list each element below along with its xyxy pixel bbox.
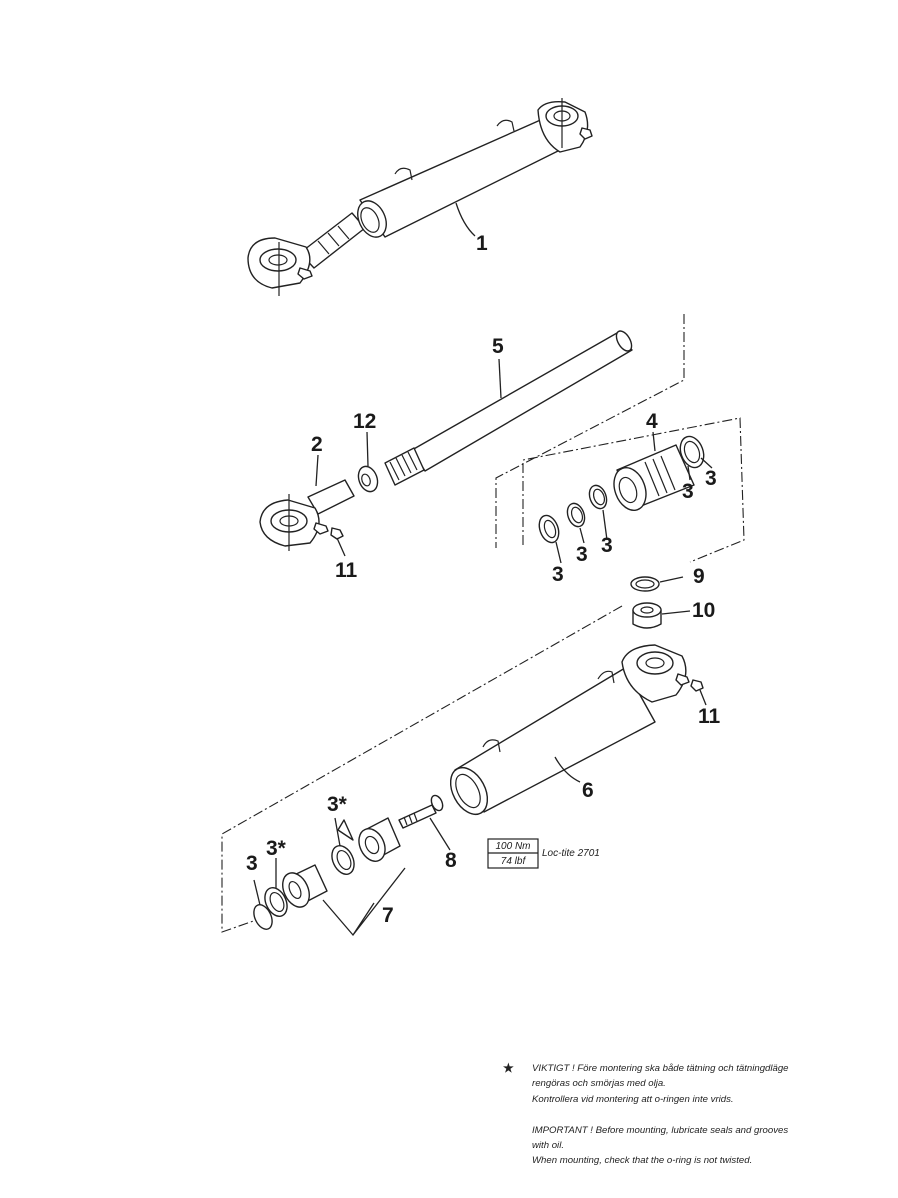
callout-3-ring-c: 3	[601, 534, 613, 557]
callout-8: 8	[445, 849, 457, 872]
ring-9	[630, 576, 660, 592]
callout-3-head-a: 3	[682, 480, 694, 503]
leader-11a	[336, 537, 346, 557]
mounting-notes: ★ VIKTIGT ! Före montering ska både tätn…	[503, 1061, 878, 1169]
callout-4: 4	[646, 410, 658, 433]
assembled-cylinder	[247, 98, 593, 296]
leader-11b	[699, 689, 707, 706]
group-frame-lower	[221, 605, 623, 933]
torque-lbf: 74 lbf	[501, 856, 527, 867]
callout-3-head-b: 3	[705, 467, 717, 490]
note-sv-2: rengöras och smörjas med olja.	[532, 1078, 666, 1090]
bushing-10	[632, 602, 662, 629]
piston-rod	[384, 330, 633, 486]
torque-spec: 100 Nm 74 lbf Loc-tite 2701	[487, 838, 600, 869]
leader-10	[661, 610, 691, 615]
callout-2: 2	[311, 433, 323, 456]
cylinder-head	[613, 435, 705, 512]
callout-6: 6	[582, 779, 594, 802]
leader-6	[554, 756, 581, 783]
callout-11-rod: 11	[335, 559, 358, 582]
note-en-1: IMPORTANT ! Before mounting, lubricate s…	[532, 1124, 789, 1136]
leader-2	[315, 454, 319, 487]
callout-7: 7	[382, 904, 394, 927]
leader-3-rings	[555, 457, 713, 564]
torque-nm: 100 Nm	[495, 841, 530, 852]
callout-1: 1	[476, 232, 488, 255]
callout-3-lower: 3	[246, 852, 258, 875]
leader-4	[652, 431, 656, 452]
leader-1	[455, 202, 476, 237]
note-sv-1: VIKTIGT ! Före montering ska både tätnin…	[532, 1063, 789, 1074]
note-star: ★	[503, 1061, 514, 1075]
callout-3-ring-a: 3	[552, 563, 564, 586]
leader-9	[659, 576, 684, 583]
group-frame-upper	[495, 314, 745, 563]
leader-12	[366, 431, 369, 467]
callout-3star-lower: 3*	[266, 837, 287, 860]
nut-12	[357, 465, 379, 493]
screw-8	[398, 794, 444, 829]
callout-10: 10	[692, 599, 715, 622]
leader-3-lower	[253, 817, 341, 906]
leader-5	[498, 358, 502, 399]
note-sv-3: Kontrollera vid montering att o-ringen i…	[532, 1093, 734, 1105]
loctite-label: Loc-tite 2701	[542, 848, 600, 859]
callout-3star-upper: 3*	[327, 793, 348, 816]
leader-8	[429, 817, 451, 851]
note-en-2: with oil.	[532, 1140, 564, 1152]
callout-12: 12	[353, 410, 376, 433]
leader-7	[322, 867, 406, 937]
rod-eye	[259, 479, 355, 551]
callout-3-ring-b: 3	[576, 543, 588, 566]
seal-rings	[538, 484, 608, 544]
callout-9: 9	[693, 565, 705, 588]
piston-assembly	[253, 817, 401, 930]
callout-11-barrel: 11	[698, 705, 721, 728]
cylinder-barrel	[449, 644, 704, 816]
callout-5: 5	[492, 335, 504, 358]
note-en-3: When mounting, check that the o-ring is …	[532, 1155, 753, 1167]
